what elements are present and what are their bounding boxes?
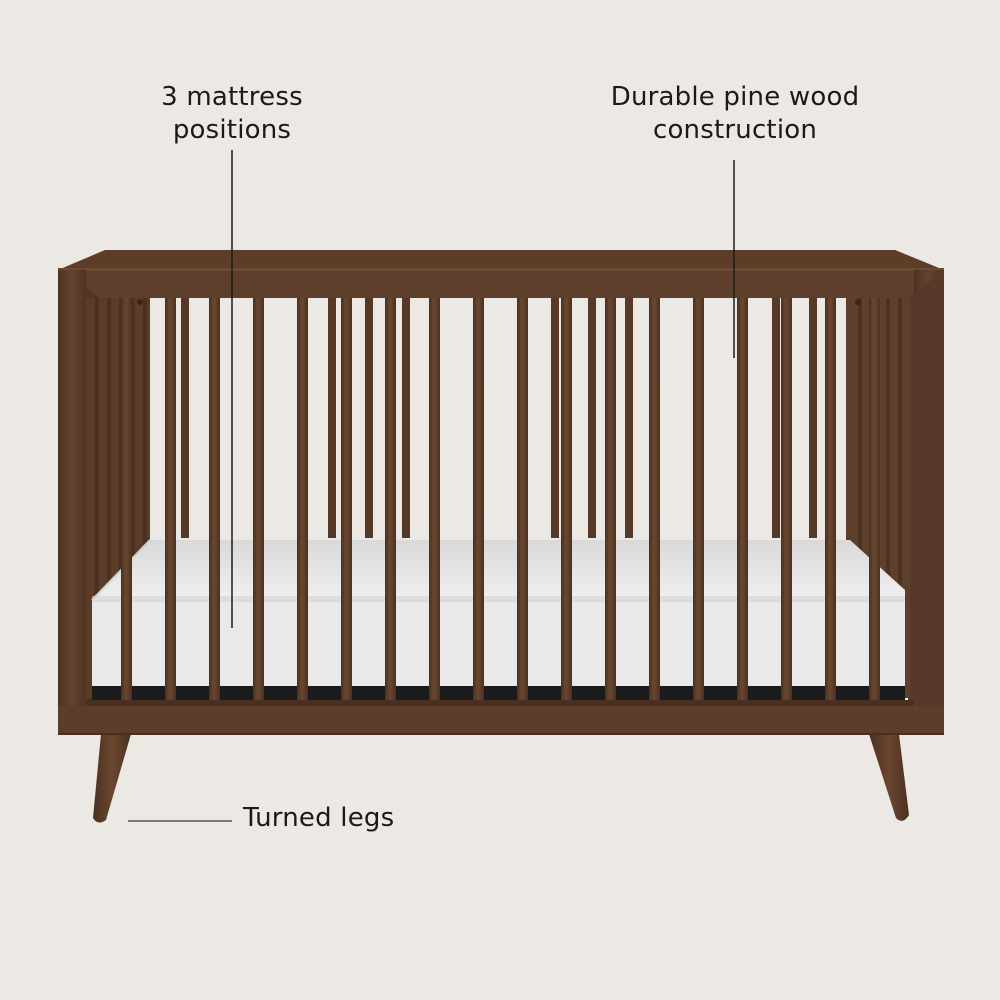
callout-text-line: construction [652, 115, 818, 145]
callout-text-line: Durable pine wood [610, 82, 860, 112]
crib-bottom-rail [58, 700, 944, 735]
callout-text-line: Turned legs [243, 803, 395, 833]
crib-legs [93, 734, 909, 823]
crib-front-slats [121, 298, 880, 704]
crib-top-rail [58, 250, 944, 298]
callout-mattress-positions: 3 mattress positions [132, 81, 332, 147]
callout-turned-legs: Turned legs [243, 802, 394, 835]
callout-text-line: positions [172, 115, 292, 145]
callout-text-line: 3 mattress [161, 82, 303, 112]
crib-back-slats [181, 298, 817, 538]
callout-pine-wood-construction: Durable pine wood construction [585, 81, 885, 147]
